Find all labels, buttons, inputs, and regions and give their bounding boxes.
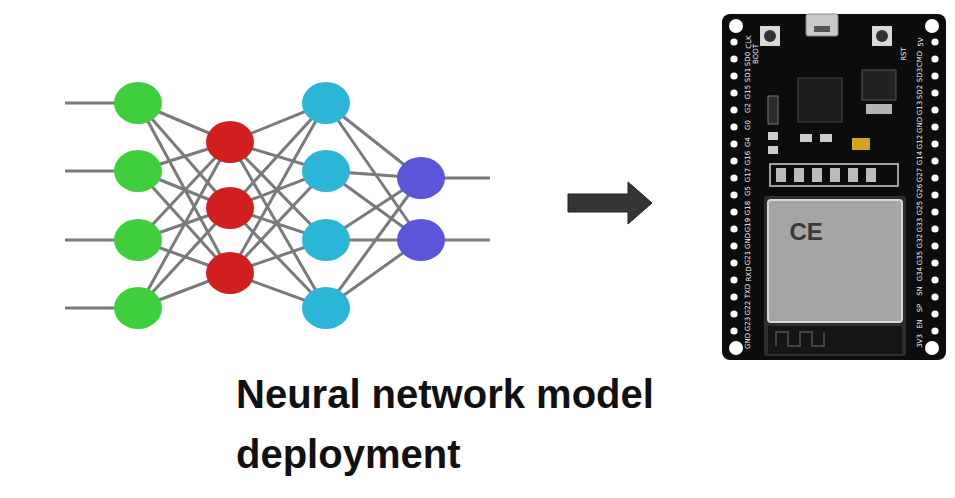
network-connections — [65, 103, 490, 308]
pin-label: G25 — [916, 201, 924, 215]
pin-label: G27 — [916, 168, 924, 182]
pin-label: SD3 — [916, 68, 924, 82]
pin-label: G14 — [916, 151, 924, 165]
pin-label: G21 — [744, 251, 752, 265]
pin-label: 5V — [916, 37, 924, 46]
input-neurons — [114, 82, 162, 329]
button-label: RST — [900, 47, 908, 61]
button-label: BOOT — [752, 44, 760, 64]
pin-label: G12 — [916, 134, 924, 148]
output-neurons — [397, 157, 445, 261]
pin-label: G22 — [744, 300, 752, 314]
pin-label: G33 — [916, 217, 924, 231]
pin-label: G23 — [744, 317, 752, 331]
pin-label: SP — [916, 303, 924, 312]
pin-label: G35 — [916, 251, 924, 265]
pin-label: CMD — [916, 50, 924, 66]
pin-label: SD0 — [744, 51, 752, 65]
pin-label: G5 — [744, 186, 752, 196]
pin-label: G32 — [916, 234, 924, 248]
pin-label: G0 — [744, 120, 752, 130]
pin-label: G34 — [916, 267, 924, 281]
pin-label: G13 — [916, 101, 924, 115]
pin-label: SD1 — [744, 68, 752, 82]
pin-label: G26 — [916, 184, 924, 198]
pin-label: G16 — [744, 151, 752, 165]
flow-arrow — [568, 182, 652, 224]
pin-label: TXD — [744, 284, 752, 298]
pin-label: EN — [916, 319, 924, 329]
pin-label: GND — [916, 117, 924, 133]
hidden-neurons — [302, 82, 350, 329]
hidden-neurons — [206, 121, 254, 294]
title-text: Neural network model deployment — [236, 364, 716, 484]
pin-label: G19 — [744, 217, 752, 231]
pin-label: G17 — [744, 168, 752, 182]
pin-label: GND — [744, 333, 752, 349]
ce-mark: CE — [790, 219, 823, 245]
pin-label: SN — [916, 286, 924, 296]
pin-label: GND — [744, 233, 752, 249]
esp32-board — [722, 14, 946, 360]
pin-label: G18 — [744, 201, 752, 215]
pin-label: SD2 — [916, 85, 924, 99]
pin-label: G15 — [744, 85, 752, 99]
pin-label: G2 — [744, 103, 752, 113]
pin-label: RXD — [744, 267, 752, 282]
pin-label: G4 — [744, 137, 752, 147]
pin-label: 3V3 — [916, 334, 924, 348]
pin-label: CLK — [744, 35, 752, 48]
